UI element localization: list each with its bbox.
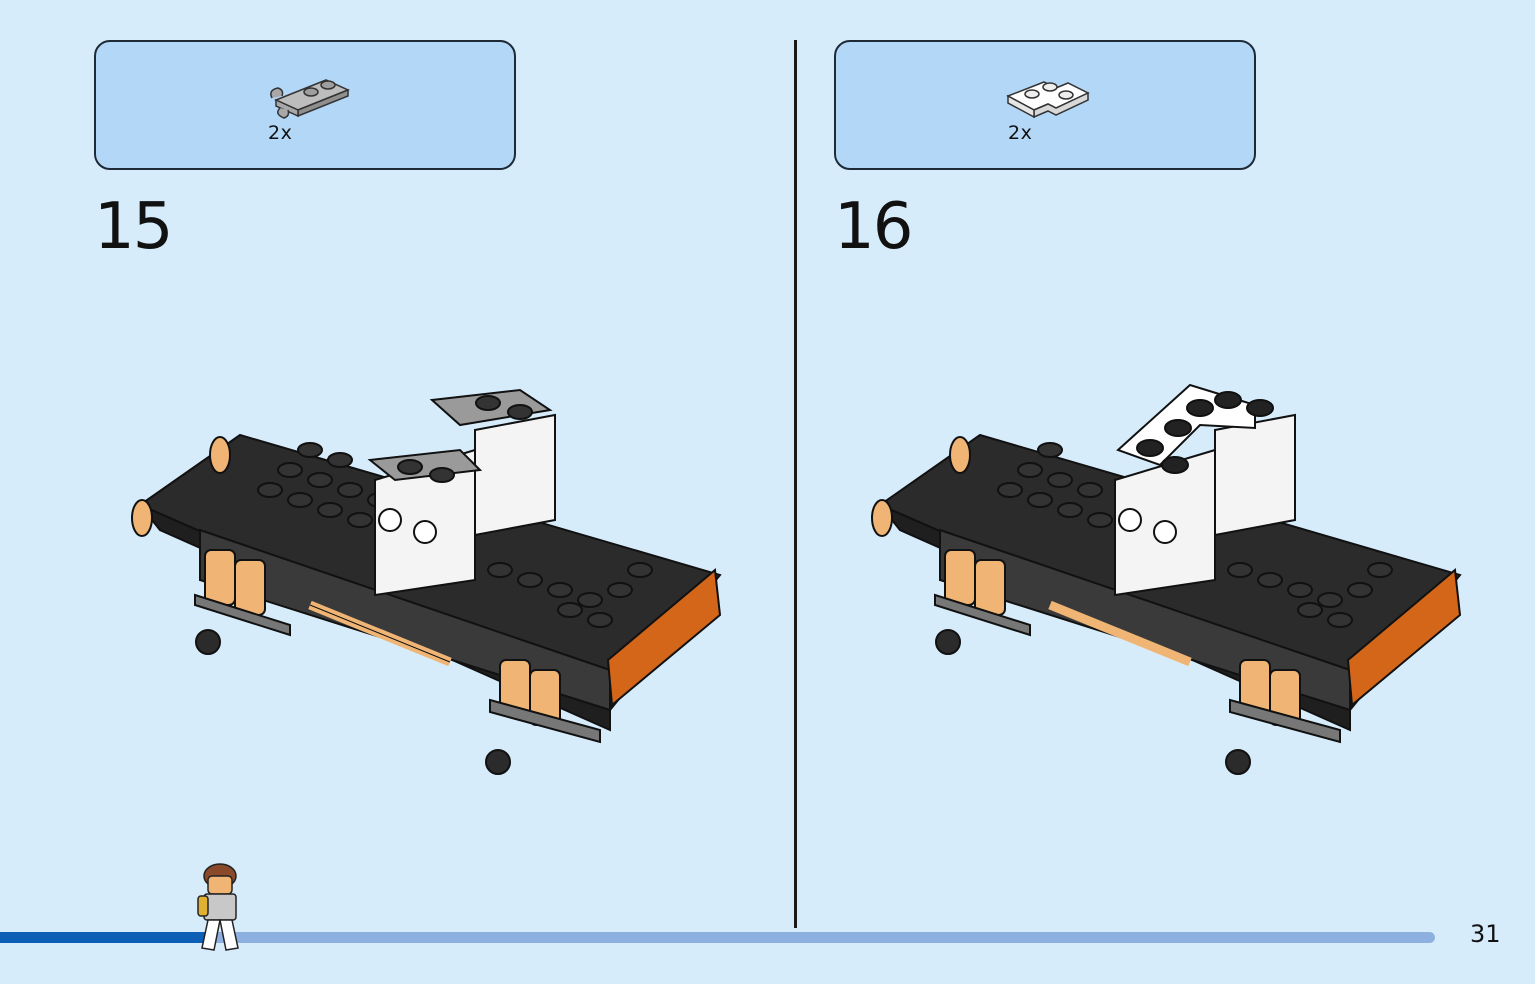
step-16-number: 16 — [834, 190, 913, 264]
step-divider — [794, 40, 797, 928]
grey-plate-with-clip-icon — [270, 79, 350, 119]
step-16-vehicle-model — [871, 383, 1462, 775]
step-16-part-quantity: 2x — [1008, 122, 1033, 144]
page-number: 31 — [1470, 920, 1501, 948]
build-progress-fill — [0, 932, 216, 943]
step-15-number: 15 — [94, 190, 173, 264]
step-15-parts-callout: 2x — [94, 40, 516, 170]
step-15-part-quantity: 2x — [268, 122, 293, 144]
white-corner-plate-icon — [1006, 81, 1090, 119]
minifigure-icon — [197, 863, 239, 951]
step-16-parts-callout: 2x — [834, 40, 1256, 170]
step-15-vehicle-model — [131, 388, 722, 775]
build-progress-track — [0, 932, 1435, 943]
